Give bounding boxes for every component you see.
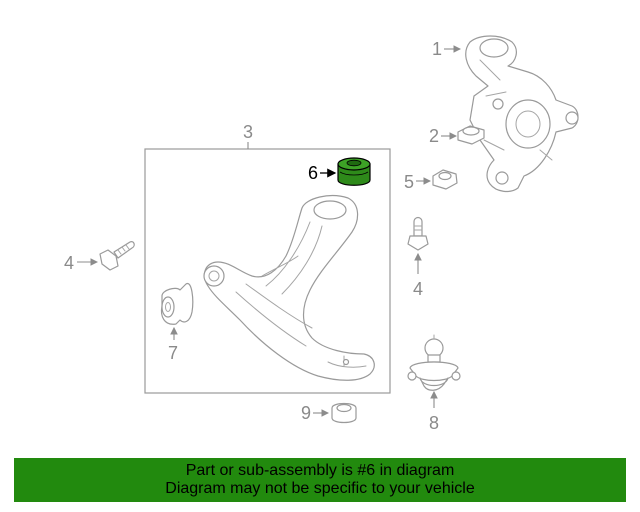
steering-knuckle (465, 35, 579, 193)
callout-7: 7 (168, 343, 178, 363)
nut-5 (432, 169, 458, 190)
lower-control-arm (203, 195, 375, 381)
info-banner: Part or sub-assembly is #6 in diagram Di… (14, 458, 626, 502)
ball-joint (407, 334, 461, 391)
bushing-6-highlighted (337, 157, 371, 186)
bushing-7 (160, 282, 194, 325)
subassembly-frame (144, 148, 391, 394)
callout-4-left: 4 (64, 253, 74, 273)
callout-6: 6 (308, 163, 318, 183)
callout-9: 9 (301, 403, 311, 423)
callout-3: 3 (243, 122, 253, 142)
banner-line-1: Part or sub-assembly is #6 in diagram (185, 462, 455, 479)
nut-9 (331, 402, 357, 424)
bolt-4-left (99, 241, 135, 271)
callout-4-right: 4 (413, 279, 423, 299)
callout-1: 1 (432, 39, 442, 59)
banner-line-2: Diagram may not be specific to your vehi… (165, 480, 475, 497)
callout-2: 2 (429, 126, 439, 146)
bolt-4-right (407, 216, 429, 251)
callout-8: 8 (429, 413, 439, 433)
nut-2 (457, 125, 485, 145)
callout-5: 5 (404, 172, 414, 192)
